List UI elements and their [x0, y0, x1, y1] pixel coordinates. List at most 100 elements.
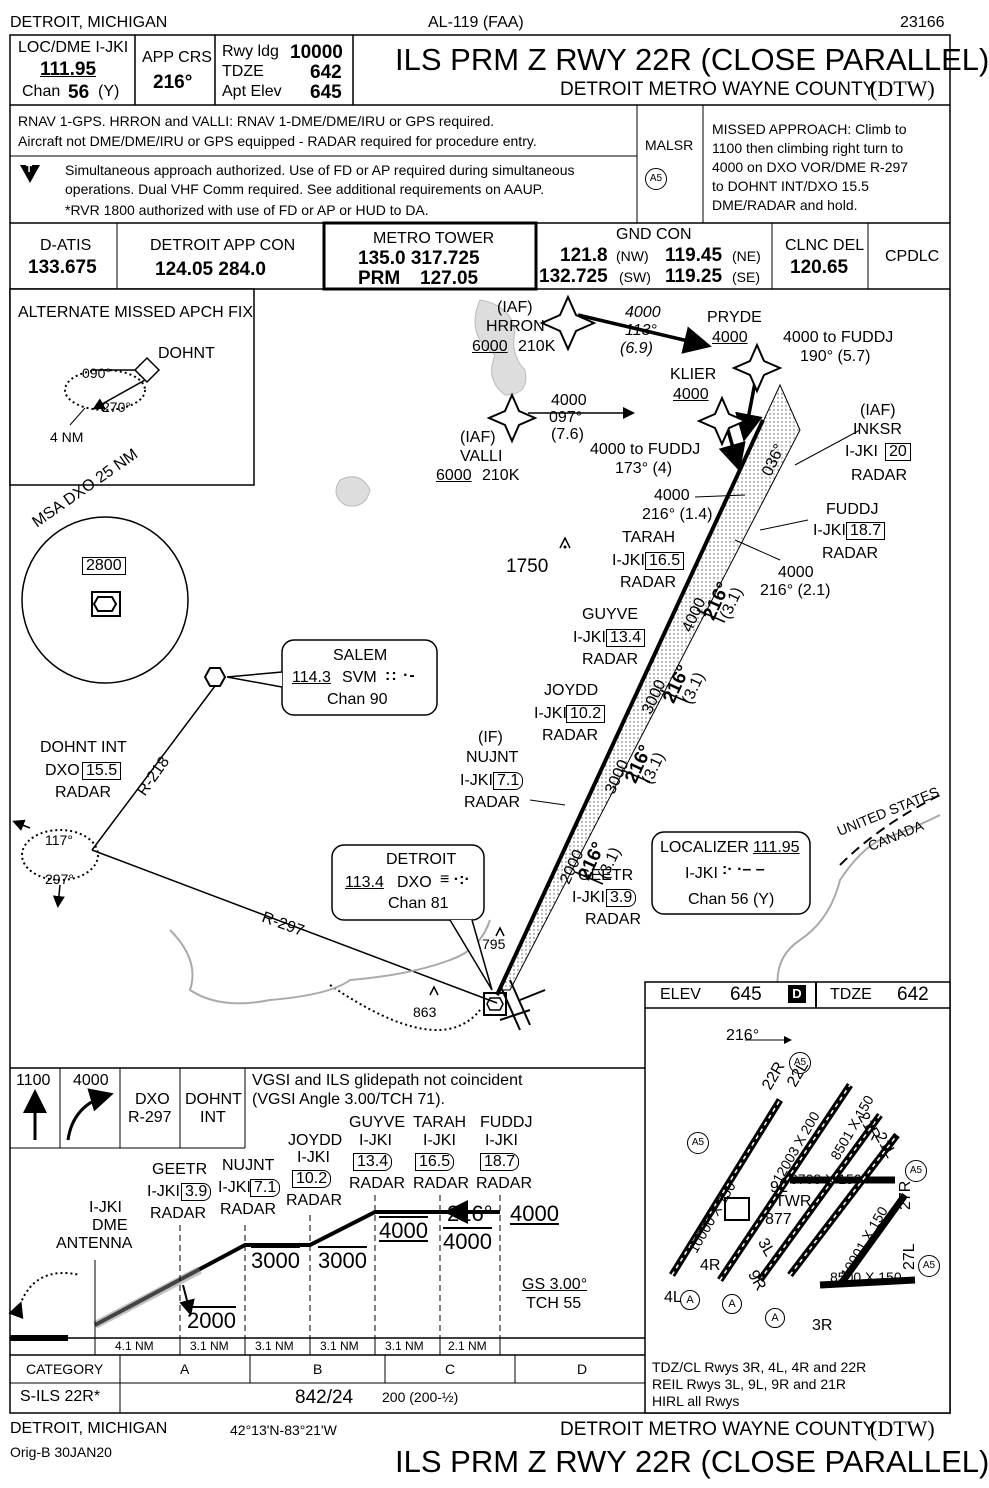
rwy-4r: 4R — [700, 1257, 721, 1274]
distance-label: 3.1 NM — [253, 1339, 296, 1353]
klier-alt: 4000 — [673, 386, 709, 403]
rwy-9l: 9L — [770, 1179, 788, 1196]
tdze: 642 — [310, 62, 342, 83]
pryde-name: PRYDE — [707, 309, 762, 326]
valli-seg-dist: (7.6) — [551, 426, 584, 443]
rwy-4l: 4L — [664, 1289, 682, 1306]
salem-id: SVM — [342, 669, 377, 686]
geetr-radar: RADAR — [585, 911, 642, 928]
dohnt-int: DOHNT INT — [40, 739, 127, 756]
approach-light-a5-4: A5 — [918, 1255, 940, 1277]
obstacle-795: 795 — [482, 936, 506, 952]
seg-4000-b: 4000 — [778, 564, 814, 581]
profile-guyve-radar: RADAR — [349, 1175, 406, 1192]
profile-crs: 216° — [447, 1201, 493, 1226]
profile-guyve: GUYVE — [349, 1114, 406, 1131]
app-con-freq[interactable]: 124.05 284.0 — [155, 259, 266, 280]
profile-fuddj-ijki: I-JKI — [485, 1132, 518, 1149]
clnc-freq[interactable]: 120.65 — [790, 257, 849, 278]
elev-value: 645 — [730, 984, 762, 1005]
rwy-27r: 27R — [897, 1180, 914, 1210]
detroit-chan: Chan 81 — [388, 895, 449, 912]
profile-alt-4000-right: 4000 — [510, 1201, 559, 1226]
geetr-dme-label: I-JKI — [572, 889, 605, 906]
profile-alt-3000-joydd: 3000 — [318, 1248, 367, 1273]
gnd-freq-sw[interactable]: 132.725 — [539, 266, 608, 287]
gnd-freq-nw[interactable]: 121.8 — [560, 245, 608, 266]
approach-light-a5-1: A5 — [789, 1052, 811, 1074]
geetr-dme: 3.9 — [606, 889, 637, 907]
profile-joydd: JOYDD — [288, 1132, 343, 1149]
profile-fuddj: FUDDJ — [480, 1114, 533, 1131]
apt-elev-label: Apt Elev — [222, 83, 282, 100]
hold-297: 297° — [45, 871, 74, 887]
approach-light-a5-2: A5 — [687, 1132, 709, 1154]
app-con-label: DETROIT APP CON — [150, 237, 296, 254]
loc-box-chan: Chan 56 (Y) — [688, 891, 775, 908]
guyve-radar: RADAR — [582, 651, 639, 668]
inksr-iaf: (IAF) — [860, 402, 896, 419]
loc-label: LOC/DME I-JKI — [18, 39, 129, 56]
salem-name: SALEM — [333, 647, 388, 664]
distance-label: 3.1 NM — [318, 1339, 361, 1353]
footer-airport: DETROIT METRO WAYNE COUNTY — [560, 1419, 876, 1440]
valli-seg-alt: 4000 — [551, 392, 587, 409]
hat: 200 (200-½) — [382, 1389, 459, 1405]
seg-216-a: 216° (1.4) — [642, 506, 713, 523]
dohnt-radar: RADAR — [55, 784, 112, 801]
malsr-icon: A5 — [645, 168, 667, 190]
t-symbol: T — [26, 164, 33, 175]
detroit-freq[interactable]: 113.4 — [345, 874, 384, 891]
missed-approach-line: 4000 on DXO VOR/DME R-297 — [712, 159, 909, 175]
gnd-se-sfx: (SE) — [732, 269, 760, 285]
joydd-dme-label: I-JKI — [534, 705, 567, 722]
geetr-name: GEETR — [578, 867, 634, 884]
rnav-note-1: RNAV 1-GPS. HRRON and VALLI: RNAV 1-DME/… — [18, 113, 495, 129]
app-crs-label: APP CRS — [142, 49, 212, 66]
profile-gs: GS 3.00° — [522, 1276, 588, 1293]
cat-b: B — [313, 1361, 323, 1377]
elev-divider — [815, 982, 817, 1008]
fuddj-name: FUDDJ — [826, 501, 879, 518]
detroit-vor-name: DETROIT — [386, 851, 457, 868]
airport-note-line: TDZ/CL Rwys 3R, 4L, 4R and 22R — [652, 1359, 867, 1375]
pryde-seg-crs: 190° (5.7) — [800, 348, 871, 365]
fuddj-dme: 18.7 — [846, 522, 886, 540]
hrron-seg-alt: 4000 — [625, 304, 661, 321]
profile-joydd-ijki: I-JKI — [297, 1149, 330, 1166]
prm-freq[interactable]: 127.05 — [420, 268, 479, 289]
salem-freq[interactable]: 114.3 — [292, 669, 331, 686]
distance-label: 2.1 NM — [446, 1339, 489, 1353]
chart-linework — [8, 34, 951, 1414]
profile-guyve-dme: 13.4 — [353, 1153, 393, 1171]
loc-box-freq[interactable]: 111.95 — [753, 839, 800, 856]
tarah-radar: RADAR — [620, 574, 677, 591]
airport-note-line: HIRL all Rwys — [652, 1393, 740, 1409]
salem-morse-icon: :: ·- — [385, 667, 416, 684]
guyve-dme: 13.4 — [606, 629, 646, 647]
dohnt-dme: 15.5 — [82, 762, 122, 780]
gnd-freq-se[interactable]: 119.25 — [665, 266, 723, 287]
alt-270: 270° — [102, 399, 131, 415]
valli-spd: 210K — [482, 467, 520, 484]
gnd-ne-sfx: (NE) — [732, 248, 761, 264]
profile-alt-3000-nujnt: 3000 — [251, 1248, 300, 1273]
detroit-id: DXO — [397, 874, 432, 891]
joydd-radar: RADAR — [542, 727, 599, 744]
alt-missed-title: ALTERNATE MISSED APCH FIX — [18, 304, 254, 321]
climb-4000: 4000 — [73, 1072, 109, 1089]
gnd-label: GND CON — [616, 226, 692, 243]
datis-freq[interactable]: 133.675 — [28, 257, 97, 278]
dim-8708: 8708 X 150 — [790, 1171, 862, 1187]
tower-freq[interactable]: 135.0 317.725 — [358, 248, 480, 269]
gnd-freq-ne[interactable]: 119.45 — [665, 245, 723, 266]
loc-box-morse-icon: :· ·– – — [722, 861, 765, 878]
profile-joydd-dme: 10.2 — [292, 1170, 332, 1188]
profile-fuddj-radar: RADAR — [476, 1175, 533, 1192]
hrron-iaf: (IAF) — [497, 299, 533, 316]
footer-orig: Orig-B 30JAN20 — [10, 1444, 112, 1460]
cat-d: D — [577, 1361, 588, 1377]
profile-alt-4000-guyve: 4000 — [379, 1218, 428, 1243]
fuddj-radar: RADAR — [822, 545, 879, 562]
